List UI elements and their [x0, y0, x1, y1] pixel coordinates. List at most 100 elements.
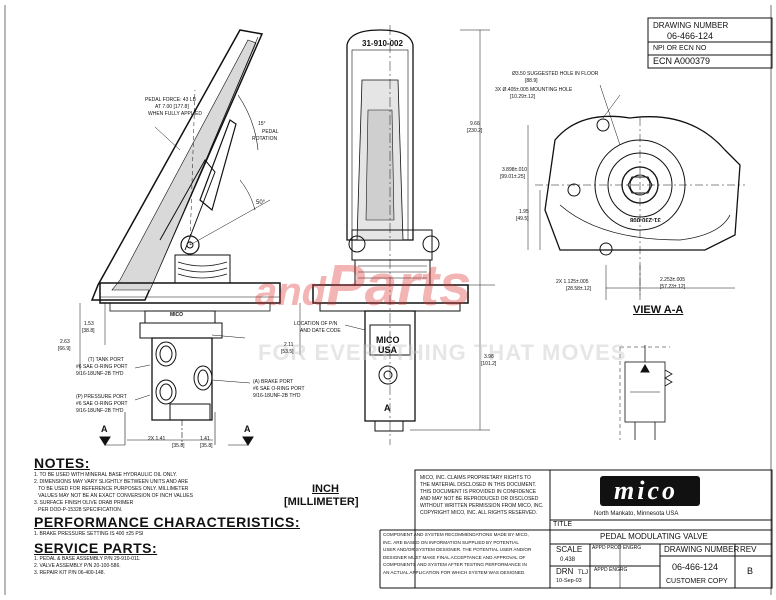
rights-line: WITHOUT WRITTEN PERMISSION FROM MICO, IN…	[420, 503, 544, 509]
location-note-2: AND DATE CODE	[300, 328, 341, 334]
title-label: TITLE	[553, 521, 573, 528]
rights-line: AND MAY NOT BE REPRODUCED OR DISCLOSED	[420, 496, 539, 502]
scale-label: SCALE	[556, 545, 583, 554]
watermark-brand: andParts	[255, 252, 471, 319]
brake-port-2: #6 SAE O-RING PORT	[253, 386, 305, 392]
dim-141: 1.41	[200, 436, 210, 442]
rev-value: B	[747, 566, 754, 576]
pressure-port-1: (P) PRESSURE PORT	[76, 394, 127, 400]
hole-floor-1: Ø3.50 SUGGESTED HOLE IN FLOOR	[512, 71, 599, 77]
dim-3898-mm: [99.01±.25]	[500, 174, 525, 180]
rev-label: REV	[740, 545, 757, 554]
dim-153-in: 1.53	[84, 321, 94, 327]
dim-141-mm: [35.8]	[200, 443, 213, 449]
tank-port-3: 9/16-18UNF-2B TH'D	[76, 371, 124, 377]
title-value: PEDAL MODULATING VALVE	[600, 532, 708, 541]
npi-label: NPI OR ECN NO	[653, 45, 707, 52]
casting-number: 31-230-008	[630, 216, 661, 222]
dim-2253-in: 2.253±.005	[660, 277, 685, 283]
watermark-tagline: FOR EVERYTHING THAT MOVES	[258, 340, 627, 365]
side-mico-label: MICO	[170, 312, 184, 318]
watermark-prefix: and	[255, 270, 327, 314]
ecn-value: ECN A000379	[653, 56, 711, 66]
dim-211-in: 2.11	[284, 342, 294, 348]
pedal-force-line-3: WHEN FULLY APPLIED	[148, 111, 202, 117]
recommendation-line: COMPONENTS AND SYSTEM AFTER TESTING PERF…	[383, 562, 527, 568]
performance-heading: PERFORMANCE CHARACTERISTICS:	[34, 514, 300, 530]
drawn-date: 10-Sep-03	[556, 578, 582, 584]
dim-1125-in: 2X 1.125±.005	[556, 279, 589, 285]
dim-966-mm: [230.2]	[467, 128, 483, 134]
dim-966-in: 9.66	[470, 121, 480, 127]
side-view-drawing	[79, 29, 281, 446]
recommendation-line: INC. ARE BASED ON INFORMATION SUPPLIED B…	[383, 539, 519, 545]
section-a-left: A	[101, 424, 108, 434]
note-3: 3. SURFACE FINISH OLIVE DRAB PRIMER	[34, 500, 134, 506]
mounting-hole-1: 3X Ø.405±.005 MOUNTING HOLE	[495, 87, 573, 93]
rotation-angle: 15°	[258, 121, 266, 127]
front-port-a: A	[384, 403, 391, 413]
dim-398-in: 3.98	[484, 354, 494, 360]
note-2: 2. DIMENSIONS MAY VARY SLIGHTLY BETWEEN …	[34, 479, 189, 485]
recommendation-line: DESIGNER MUST MAKE FINAL ACCEPTANCE AND …	[383, 554, 526, 560]
brake-port-1: (A) BRAKE PORT	[253, 379, 294, 385]
section-a-right: A	[244, 424, 251, 434]
dim-141-2x-mm: [35.8]	[172, 443, 185, 449]
scale-value: 0.438	[560, 557, 576, 563]
drawing-number-value-2: 06-466-124	[672, 562, 719, 572]
service-2: 2. VALVE ASSEMBLY P/N 20-100-586.	[34, 563, 121, 569]
recommendation-line: COMPONENT AND SYSTEM RECOMMENDATIONS MAD…	[383, 532, 529, 537]
title-block-lines	[379, 17, 773, 589]
rights-line: MICO, INC. CLAIMS PROPRIETARY RIGHTS TO	[420, 475, 531, 481]
view-aa-title: VIEW A-A	[633, 304, 684, 316]
company-location: North Mankato, Minnesota USA	[594, 511, 679, 517]
brake-port-3: 9/16-18UNF-2B TH'D	[253, 393, 301, 399]
location-note-1: LOCATION OF P/N	[294, 321, 338, 327]
front-mico: MICO	[376, 335, 400, 345]
rotation-label-2: ROTATION	[252, 136, 278, 142]
dim-398-mm: [101.2]	[481, 361, 497, 367]
hydraulic-schematic	[619, 345, 673, 440]
service-heading: SERVICE PARTS:	[34, 540, 158, 556]
note-2c: VALUES MAY NOT BE AN EXACT CONVERSION OF…	[34, 493, 193, 499]
pressure-port-3: 9/16-18UNF-2B TH'D	[76, 408, 124, 414]
angle-50: 50°	[256, 200, 266, 206]
drawing-number-label: DRAWING NUMBER	[653, 21, 729, 30]
tank-port-2: #6 SAE O-RING PORT	[76, 364, 128, 370]
front-part-number: 31-910-002	[362, 39, 403, 48]
logo-text: mico	[614, 476, 678, 505]
service-3: 3. REPAIR KIT P/N 06-400-148.	[34, 570, 105, 576]
dim-211-mm: [53.5]	[281, 349, 294, 355]
dim-2253-mm: [57.23±.12]	[660, 284, 685, 290]
dim-1125-mm: [28.58±.12]	[566, 286, 591, 292]
dim-3898-in: 3.898±.010	[502, 167, 527, 173]
appd-prod-label: APPD PROD ENGRG	[592, 545, 642, 551]
drawing-number-label-2: DRAWING NUMBER	[664, 545, 740, 554]
hole-floor-2: [88.9]	[525, 78, 538, 84]
pedal-force-line-1: PEDAL FORCE: 43 LB	[145, 97, 196, 103]
appd-engrg-label: APPD ENGRG	[594, 567, 628, 573]
tank-port-1: (T) TANK PORT	[88, 357, 124, 363]
view-aa-drawing	[527, 84, 745, 300]
drawing-number-value: 06-466-124	[667, 31, 714, 41]
dim-153-mm: [38.8]	[82, 328, 95, 334]
customer-copy: CUSTOMER COPY	[666, 578, 728, 585]
dim-141-2x: 2X 1.41	[148, 436, 166, 442]
pedal-force-line-2: AT 7.00 [177.8]	[155, 104, 189, 110]
recommendation-line: USER AND/OR SYSTEM DESIGNER. THE POTENTI…	[383, 547, 532, 553]
recommendation-notice: COMPONENT AND SYSTEM RECOMMENDATIONS MAD…	[383, 532, 532, 576]
front-usa: USA	[378, 345, 398, 355]
drn-label: DRN	[556, 567, 574, 576]
rights-line: COPYRIGHT MICO, INC. ALL RIGHTS RESERVED…	[420, 510, 538, 516]
pressure-port-2: #6 SAE O-RING PORT	[76, 401, 128, 407]
dim-263-in: 2.63	[60, 339, 70, 345]
note-2b: TO BE USED FOR REFERENCE PURPOSES ONLY. …	[34, 486, 189, 492]
units-mm: [MILLIMETER]	[284, 496, 359, 508]
note-3b: PER DOD-P-15328 SPECIFICATION.	[34, 507, 123, 513]
rights-line: THIS DOCUMENT IS PROVIDED IN CONFIDENCE	[420, 489, 537, 495]
rights-notice: MICO, INC. CLAIMS PROPRIETARY RIGHTS TO …	[420, 476, 544, 516]
mico-logo: mico	[600, 476, 700, 506]
service-1: 1. PEDAL & BASE ASSEMBLY P/N 29-910-011.	[34, 556, 141, 562]
performance-1: 1. BRAKE PRESSURE SETTING IS 400 ±25 PSI	[34, 531, 144, 537]
